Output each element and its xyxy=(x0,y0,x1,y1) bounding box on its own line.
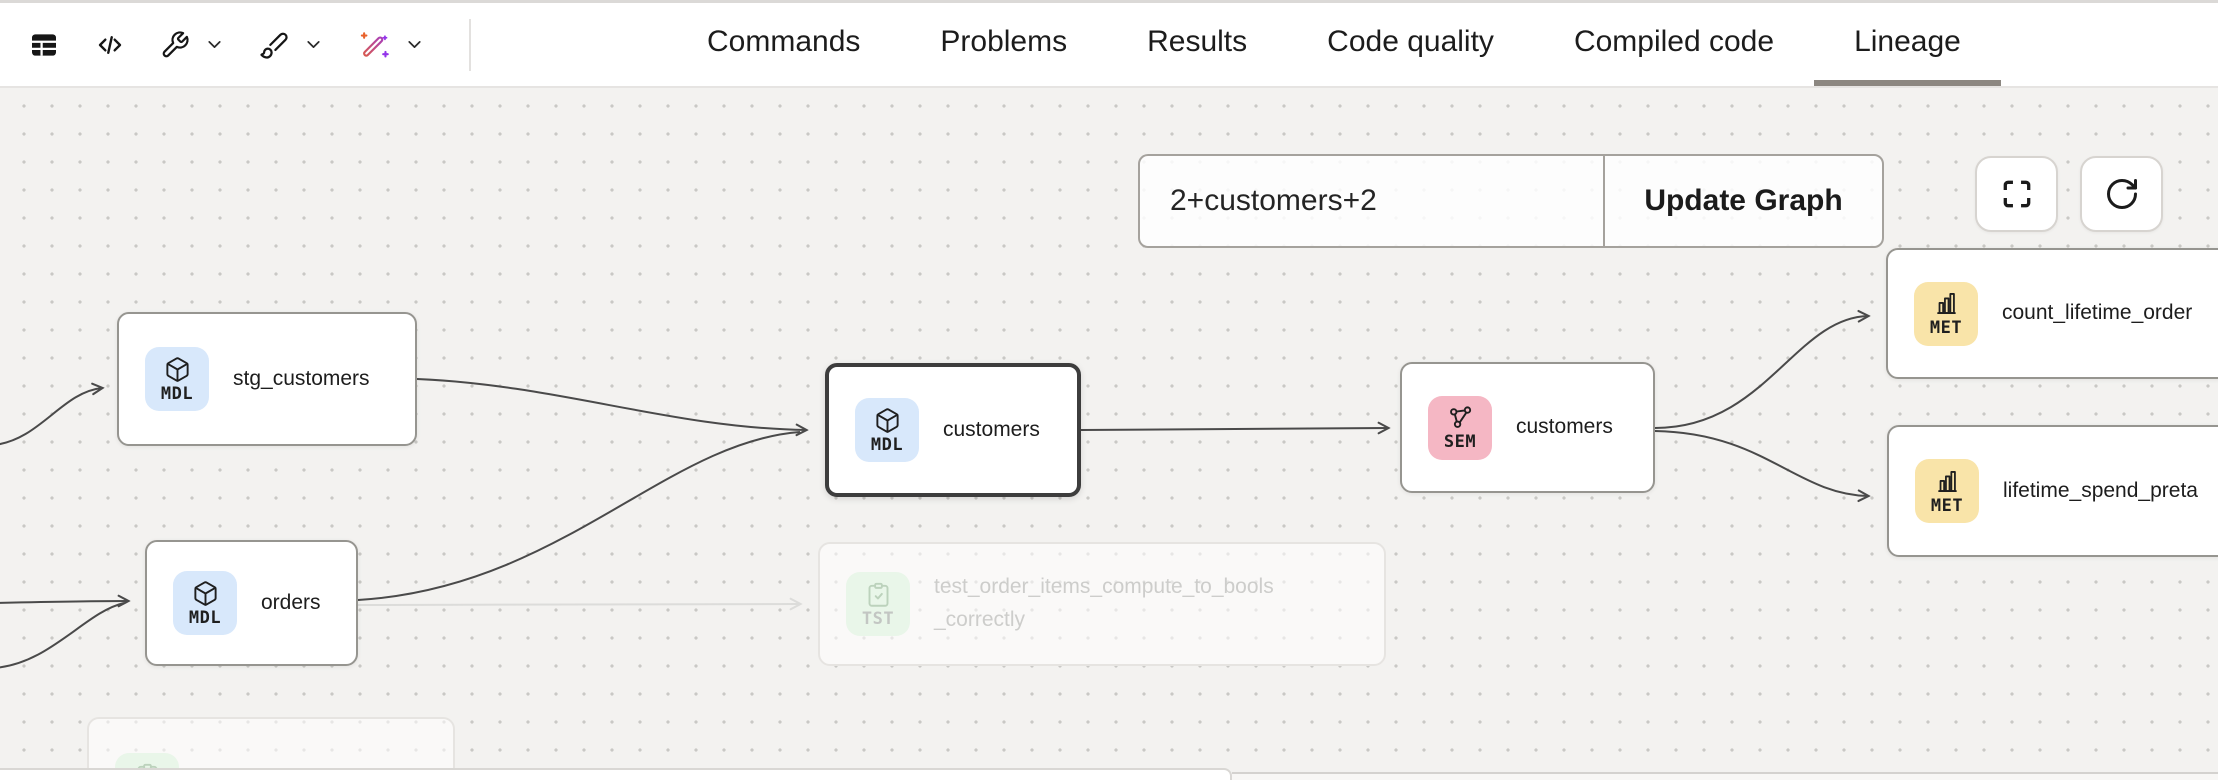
bar-chart-icon xyxy=(1936,293,1956,314)
fullscreen-icon xyxy=(2003,180,2030,208)
cube-icon xyxy=(165,356,189,382)
node-type-label: MET xyxy=(1929,318,1963,338)
share-network-icon xyxy=(1449,406,1471,428)
node-name: customers xyxy=(1516,415,1613,439)
bar-chart-icon xyxy=(1937,470,1957,492)
wrench-icon xyxy=(162,30,189,57)
node-test-order-items[interactable]: TST test_order_items_compute_to_bools _c… xyxy=(818,542,1386,666)
code-icon xyxy=(98,35,122,54)
refresh-icon xyxy=(2106,179,2137,209)
toolbar xyxy=(0,3,471,86)
bottom-panel-edge-right xyxy=(1232,772,2218,780)
tab-bar: Commands Problems Results Code quality C… xyxy=(667,3,2001,86)
update-graph-button[interactable]: Update Graph xyxy=(1605,156,1882,246)
node-name: lifetime_spend_preta xyxy=(2003,478,2198,502)
model-badge: MDL xyxy=(855,398,919,462)
test-badge: TST xyxy=(846,572,910,636)
fullscreen-button[interactable] xyxy=(1975,156,2058,232)
model-badge: MDL xyxy=(173,571,237,635)
node-name: test_order_items_compute_to_bools _corre… xyxy=(934,575,1274,631)
tab-results[interactable]: Results xyxy=(1107,3,1287,86)
node-count-lifetime-orders-metric[interactable]: MET count_lifetime_order xyxy=(1886,248,2218,379)
selector-input[interactable] xyxy=(1140,156,1605,246)
format-button[interactable] xyxy=(255,26,328,64)
node-type-label: SEM xyxy=(1443,432,1477,452)
magic-wand-icon xyxy=(360,31,389,58)
editor-header: Commands Problems Results Code quality C… xyxy=(0,0,2218,88)
brush-icon xyxy=(260,32,288,59)
node-name: count_lifetime_order xyxy=(2002,301,2193,325)
build-tools-button[interactable] xyxy=(156,26,229,64)
table-button[interactable] xyxy=(24,25,64,65)
metric-badge: MET xyxy=(1915,459,1979,523)
cube-icon xyxy=(875,407,899,433)
node-type-label: MET xyxy=(1930,495,1964,516)
ai-assist-button[interactable] xyxy=(354,25,429,65)
metric-badge: MET xyxy=(1914,281,1978,346)
node-name: orders xyxy=(261,590,321,614)
chevron-down-icon xyxy=(408,41,421,48)
node-name: stg_customers xyxy=(233,366,370,390)
node-name: customers xyxy=(943,417,1040,441)
node-lifetime-spend-pretax-metric[interactable]: MET lifetime_spend_preta xyxy=(1887,425,2218,557)
node-type-label: MDL xyxy=(188,607,222,628)
semantic-badge: SEM xyxy=(1428,395,1492,460)
tab-lineage[interactable]: Lineage xyxy=(1814,3,2001,86)
refresh-button[interactable] xyxy=(2080,156,2163,232)
lineage-canvas[interactable]: MDL stg_customers MDL orders MDL custome… xyxy=(0,88,2218,780)
graph-filter-bar: Update Graph xyxy=(1138,154,1884,248)
toolbar-divider xyxy=(469,18,471,71)
table-icon xyxy=(32,33,56,56)
node-type-label: MDL xyxy=(160,383,194,404)
chevron-down-icon xyxy=(307,41,320,48)
node-type-label: TST xyxy=(861,608,895,629)
bottom-panel-edge xyxy=(0,768,1232,780)
code-button[interactable] xyxy=(90,25,130,65)
node-orders[interactable]: MDL orders xyxy=(145,540,358,666)
node-stg-customers[interactable]: MDL stg_customers xyxy=(117,312,417,446)
tab-compiled-code[interactable]: Compiled code xyxy=(1534,3,1814,86)
tab-problems[interactable]: Problems xyxy=(900,3,1107,86)
tab-commands[interactable]: Commands xyxy=(667,3,900,86)
node-customers-semantic[interactable]: SEM customers xyxy=(1400,362,1655,493)
lineage-edges xyxy=(0,88,2218,669)
node-type-label: MDL xyxy=(870,434,904,455)
clipboard-check-icon xyxy=(868,582,888,607)
tab-code-quality[interactable]: Code quality xyxy=(1287,3,1534,86)
model-badge: MDL xyxy=(145,347,209,411)
node-customers-model[interactable]: MDL customers xyxy=(825,363,1081,497)
chevron-down-icon xyxy=(208,41,221,48)
cube-icon xyxy=(193,580,217,606)
